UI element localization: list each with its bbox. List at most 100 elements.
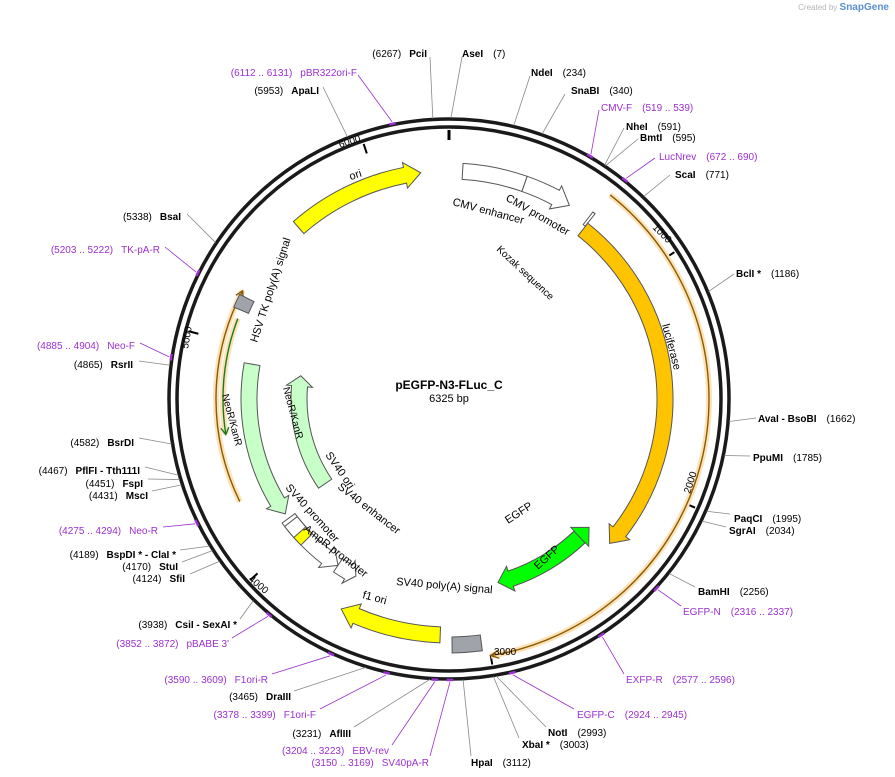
enzyme-position-bmti: (595) [672, 133, 695, 144]
site-label-csii-sexai: (3938)CsiI - SexAI * [138, 620, 237, 631]
enzyme-position-pcii: (6267) [372, 49, 401, 60]
primer-position-exfp-r: (2577 .. 2596) [673, 675, 735, 686]
enzyme-name-bmti: BmtI [640, 133, 662, 144]
site-label-bmti: BmtI (595) [640, 133, 696, 144]
site-label-snabi: SnaBI(340) [571, 86, 633, 97]
site-label-paqci: PaqCI(1995) [734, 514, 801, 525]
primer-position-f1ori-f: (3378 .. 3399) [214, 710, 276, 721]
feature-arrows [233, 161, 674, 654]
enzyme-position-pflfi-tth111i: (4467) [39, 466, 68, 477]
primer-name-pbr322ori-f: pBR322ori-F [300, 68, 357, 79]
tick-mark-6000 [362, 143, 368, 154]
site-leader-19 [181, 550, 213, 563]
primer-name-f1ori-f: F1ori-F [284, 710, 316, 721]
enzyme-position-scai: (771) [706, 170, 729, 181]
orf-arcs [213, 192, 712, 659]
feature-neor-kanr-13 [240, 362, 290, 515]
enzyme-position-ndei: (234) [563, 68, 586, 79]
primer-site-mark-2 [621, 176, 629, 183]
primer-label-pbr322ori-f: (6112 .. 6131)pBR322ori-F [231, 68, 357, 79]
enzyme-name-pcii: PciI [409, 49, 427, 60]
primer-name-tk-pa-r: TK-pA-R [121, 245, 160, 256]
tick-mark-4000 [249, 572, 259, 581]
enzyme-position-noti: (2993) [577, 728, 606, 739]
primer-label-tk-pa-r: (5203 .. 5222) TK-pA-R [51, 245, 160, 256]
site-leader-2 [541, 93, 566, 135]
site-label-asei: AseI(7) [462, 49, 505, 60]
site-label-bsrdi: (4582)BsrDI [70, 438, 134, 449]
site-leader-8 [724, 455, 751, 457]
primer-label-ebv-rev: (3204 .. 3223)EBV-rev [282, 746, 389, 757]
primer-name-cmv-f: CMV-F [601, 103, 632, 114]
site-leader-15 [353, 679, 431, 728]
site-label-xbai: XbaI * (3003) [522, 740, 589, 751]
primer-label-sv40pa-r: (3150 .. 3169)SV40pA-R [311, 758, 429, 769]
feature-cmv-enhancer-1 [461, 162, 528, 193]
primer-label-egfp-n: EGFP-N(2316 .. 2337) [683, 607, 793, 618]
enzyme-name-scai: ScaI [675, 170, 696, 181]
primer-name-lucnrev: LucNrev [659, 152, 696, 163]
site-label-nhei: NheI(591) [626, 122, 681, 133]
primer-name-egfp-n: EGFP-N [683, 607, 721, 618]
enzyme-name-bsai: BsaI [160, 212, 181, 223]
site-leader-24 [138, 437, 172, 445]
enzyme-name-avai-bsobi: AvaI - BsoBI [758, 414, 817, 425]
primer-label-f1ori-r: (3590 .. 3609)F1ori-R [164, 675, 268, 686]
enzyme-position-afliii: (3231) [292, 729, 321, 740]
enzyme-position-xbai: (3003) [560, 740, 589, 751]
site-leader-3 [604, 127, 625, 166]
site-leader-27 [322, 86, 348, 138]
enzyme-position-hpai: (3112) [503, 758, 531, 769]
primer-label-neo-f: (4885 .. 4904)Neo-F [37, 341, 135, 352]
leader-lines [138, 56, 757, 757]
enzyme-position-bcli: (1186) [771, 269, 799, 280]
orf-arc-2 [222, 318, 239, 435]
enzyme-name-paqci: PaqCI [734, 514, 763, 525]
snapgene-watermark: Created by SnapGene [798, 2, 889, 13]
feature-f1-ori-8 [340, 603, 442, 644]
enzyme-position-ppumi: (1785) [793, 453, 822, 464]
site-label-bamhi: BamHI(2256) [698, 587, 769, 598]
primer-leader-5 [162, 523, 196, 528]
primer-leader-2 [625, 157, 656, 179]
primer-site-mark-0 [388, 121, 397, 126]
primer-site-mark-7 [327, 651, 335, 657]
enzyme-name-xbai: XbaI * [522, 740, 550, 751]
primer-labels: (6112 .. 6131)pBR322ori-F CMV-F(519 .. 53… [37, 68, 793, 769]
site-label-afliii: (3231) AflIII [292, 729, 351, 740]
primer-site-mark-8 [383, 670, 391, 675]
enzyme-name-hpai: HpaI [471, 758, 493, 769]
enzyme-position-avai-bsobi: (1662) [827, 414, 856, 425]
enzyme-name-rsrii: RsrII [111, 360, 133, 371]
site-leader-21 [151, 484, 182, 492]
site-leader-9 [706, 510, 731, 515]
enzyme-name-msci: MscI [126, 491, 148, 502]
primer-site-mark-6 [265, 611, 273, 618]
primer-label-lucnrev: LucNrev(672 .. 690) [659, 152, 757, 163]
ori-label: ori [348, 168, 364, 183]
site-leader-14 [462, 679, 472, 757]
feature-sv40-enhancer-12 [283, 515, 307, 539]
enzyme-position-msci: (4431) [89, 491, 118, 502]
primer-site-mark-12 [597, 632, 605, 639]
primer-label-cmv-f: CMV-F(519 .. 539) [601, 103, 693, 114]
tick-mark-5000 [188, 330, 199, 335]
tick-label-6000: 6000 [338, 133, 363, 150]
sv40-enhancer-label: SV40 enhancer [335, 481, 402, 537]
primer-name-neo-r: Neo-R [129, 526, 158, 537]
primer-site-mark-11 [508, 670, 516, 675]
sv40-polya-label: SV40 poly(A) signal [396, 576, 493, 596]
site-leader-17 [239, 600, 254, 620]
feature-hsv-tk-poly-a-signal-15 [233, 293, 255, 315]
plasmid-name: pEGFP-N3-FLuc_C [395, 378, 503, 392]
enzyme-name-bamhi: BamHI [698, 587, 730, 598]
enzyme-name-noti: NotI [548, 728, 568, 739]
primer-name-exfp-r: EXFP-R [626, 675, 663, 686]
feature-egfp-6 [497, 530, 586, 592]
tick-label-3000: 3000 [494, 647, 517, 658]
site-leader-16 [293, 667, 366, 692]
enzyme-name-afliii: AflIII [329, 729, 351, 740]
egfp-label-1: EGFP [503, 500, 535, 526]
primer-position-tk-pa-r: (5203 .. 5222) [51, 245, 113, 256]
